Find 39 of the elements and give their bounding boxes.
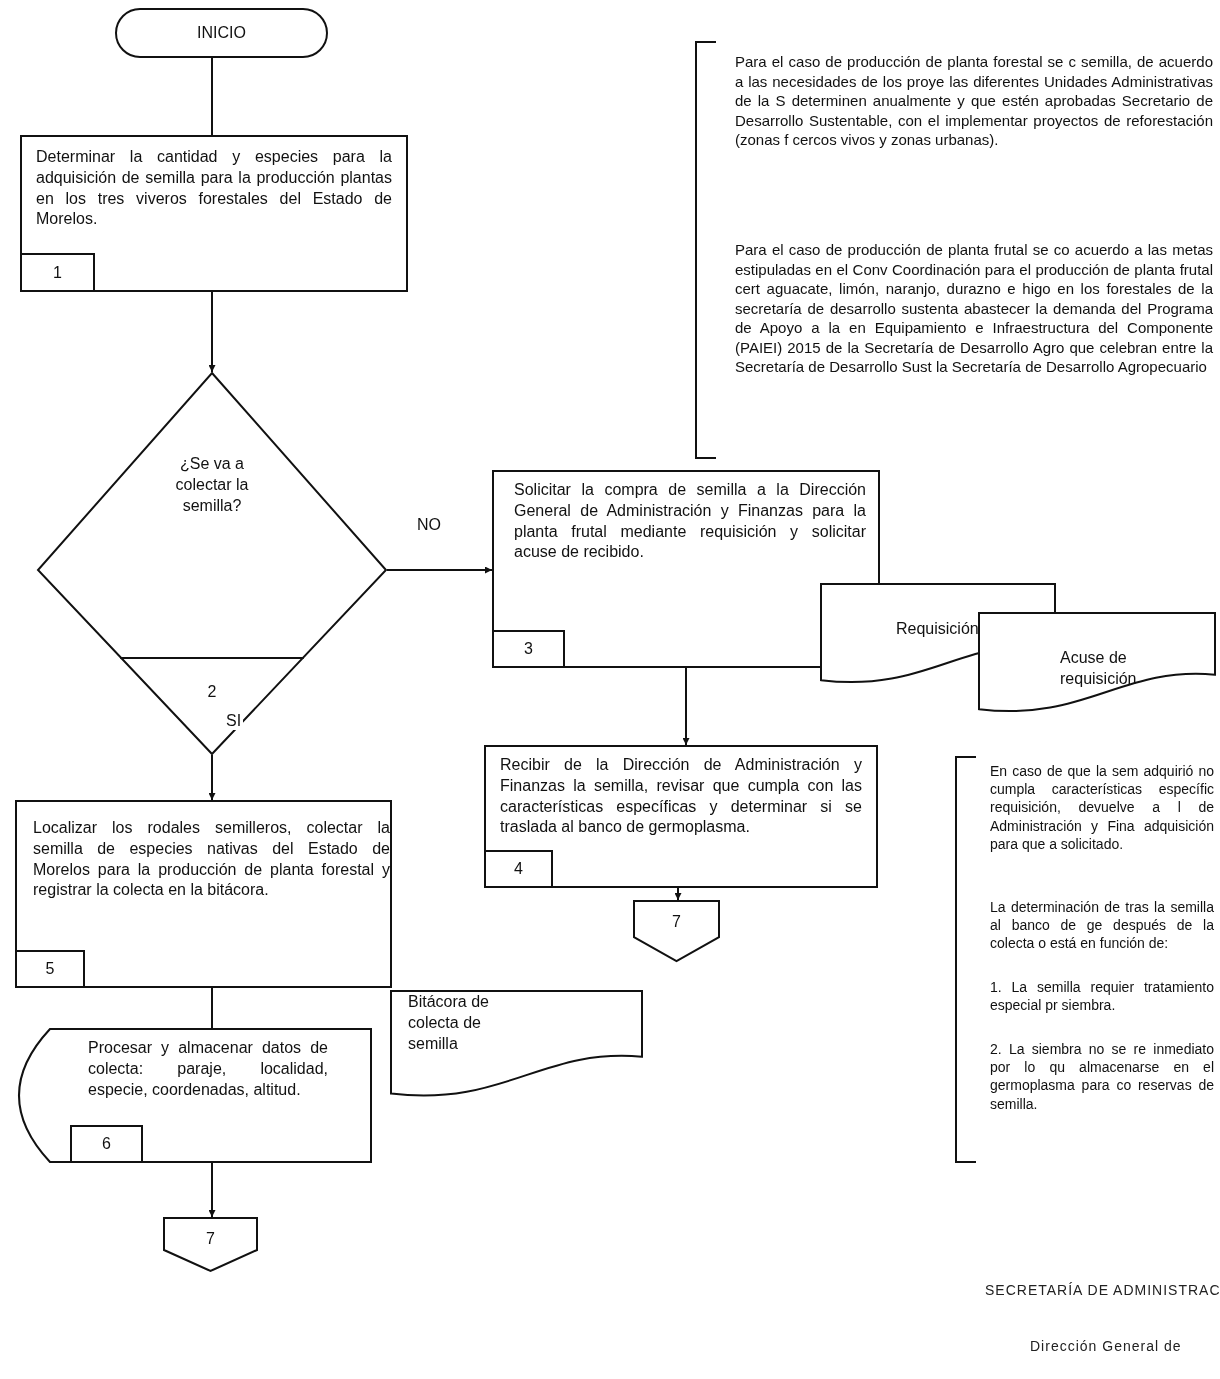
document-text: Bitácora de colecta de semilla	[408, 992, 490, 1054]
step-text: Procesar y almacenar datos de colecta: paraje, localidad, especie, coordenadas, altitud.	[88, 1038, 328, 1100]
step-text: Solicitar la compra de semilla a la Dirección General de Administración y Finanzas para la planta frutal mediante requisición y solicitar acuse de recibido.	[514, 480, 866, 563]
stamp-text: Dirección General de	[1030, 1338, 1182, 1354]
step-text: Localizar los rodales semilleros, colectar la semilla de especies nativas del Estado de Morelos para la producción de planta forestal y registrar la colecta en la bitácora.	[33, 818, 390, 901]
arrow	[208, 754, 216, 801]
process-box	[15, 800, 392, 988]
step-text: Determinar la cantidad y especies para la adquisición de semilla para la producción plantas en los tres viveros forestales del Estado de Morelos.	[36, 147, 392, 230]
step-number: 5	[15, 950, 85, 988]
arrow	[208, 1162, 216, 1218]
connector-line	[211, 987, 213, 1029]
step-number: 6	[70, 1125, 143, 1163]
step-text: Recibir de la Dirección de Administración y Finanzas la semilla, revisar que cumpla con las características específicas y determinar si se traslada al banco de germoplasma.	[500, 755, 862, 838]
arrow	[386, 566, 493, 574]
connector-number: 7	[205, 1229, 216, 1249]
document-text: Requisición	[896, 619, 980, 639]
edge-label: SI	[224, 712, 244, 730]
arrow	[682, 667, 690, 746]
decision-text: ¿Se va a colectar la semilla?	[174, 454, 250, 516]
process-box	[20, 135, 408, 292]
stamp-text: SECRETARÍA DE ADMINISTRAC	[985, 1282, 1220, 1298]
step-number: 3	[492, 630, 565, 668]
arrow	[674, 887, 682, 901]
connector-number: 7	[671, 912, 682, 932]
note-text: 2. La siembra no se re inmediato por lo qu almacenarse en el germoplasma para co reservas de semilla.	[990, 1040, 1214, 1113]
connector-line	[211, 57, 213, 136]
note-text: Para el caso de producción de planta forestal se c semilla, de acuerdo a las necesidades de los proye las diferentes Unidades Administrativas de la S determinen anualmente y que estén aprobadas Secretario de Desarrollo Sustentable, con el implementar proyectos de reforestación (zonas f cercos vivos y zonas urbanas).	[735, 52, 1213, 150]
document-text: Acuse de requisición	[1060, 648, 1138, 689]
step-number: 1	[20, 253, 95, 292]
step-number: 4	[484, 850, 553, 888]
note-text: 1. La semilla requier tratamiento especial pr siembra.	[990, 978, 1214, 1015]
process-box	[492, 470, 880, 668]
process-box	[484, 745, 878, 888]
note-text: La determinación de tras la semilla al banco de ge después de la colecta o está en función de:	[990, 898, 1214, 953]
note-text: Para el caso de producción de planta frutal se co acuerdo a las metas estipuladas en el Conv Coordinación para el producción de planta frutal cert aguacate, limón, naranjo, durazno e higo en los forestales de la secretaría de desarrollo sustenta abastecer la demanda del Programa de Apoyo a la en Equipamiento e Infraestructura del Componente (PAIEI) 2015 de la Secretaría de Desarrollo Agro que celebran entre la Secretaría de Desarrollo Sust la Secretaría de Desarrollo Agropecuario	[735, 240, 1213, 377]
step-number: 2	[206, 682, 218, 702]
arrow	[208, 291, 216, 373]
note-text: En caso de que la sem adquirió no cumpla características específic requisición, devuelve a l de Administración y Fina adquisición para que a solicitado.	[990, 762, 1214, 853]
start-terminal: INICIO	[115, 8, 328, 58]
